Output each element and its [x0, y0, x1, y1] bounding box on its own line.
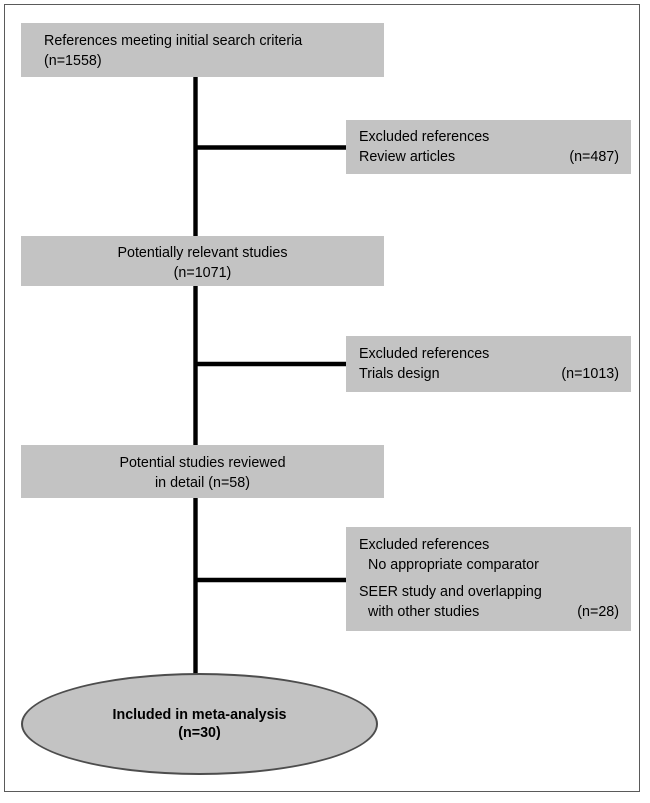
node-stage-3-potential-studies-reviewed: Potential studies reviewed in detail (n=…: [21, 445, 384, 498]
excluded-3-reason-2-line-2: with other studies: [368, 604, 480, 620]
final-node-label: Included in meta-analysis (n=30): [113, 706, 287, 742]
stage-3-line-2: in detail (n=58): [155, 475, 250, 491]
final-line-1: Included in meta-analysis: [112, 707, 287, 723]
excluded-2-reason: Trials design: [359, 366, 440, 382]
node-excluded-3: Excluded references No appropriate compa…: [346, 527, 631, 631]
node-excluded-1: Excluded references Review articles (n=4…: [346, 120, 631, 174]
stage-2-line-2: (n=1071): [173, 265, 232, 281]
excluded-3-reason-1: No appropriate comparator: [368, 557, 539, 573]
node-stage-2-potentially-relevant-studies: Potentially relevant studies (n=1071): [21, 236, 384, 286]
excluded-2-heading: Excluded references: [359, 346, 490, 362]
final-line-2: (n=30): [178, 725, 221, 741]
excluded-3-count: (n=28): [577, 604, 619, 620]
excluded-3-reason-2-line-1: SEER study and overlapping: [359, 584, 542, 600]
node-excluded-2: Excluded references Trials design (n=101…: [346, 336, 631, 392]
excluded-3-reason-2-line-2-row: with other studies (n=28): [359, 602, 619, 622]
stage-1-line-1: References meeting initial search criter…: [44, 33, 303, 49]
excluded-1-reason: Review articles: [359, 149, 456, 165]
excluded-2-count: (n=1013): [561, 366, 619, 382]
node-final-included-in-meta-analysis: Included in meta-analysis (n=30): [21, 673, 378, 775]
stage-2-line-1: Potentially relevant studies: [117, 245, 288, 261]
excluded-2-reason-row: Trials design (n=1013): [359, 364, 619, 384]
stage-3-line-1: Potential studies reviewed: [119, 455, 286, 471]
excluded-3-heading: Excluded references: [359, 537, 490, 553]
excluded-1-count: (n=487): [569, 149, 619, 165]
stage-1-line-2: (n=1558): [44, 53, 102, 69]
excluded-1-reason-row: Review articles (n=487): [359, 147, 619, 167]
node-stage-1-references-meeting-criteria: References meeting initial search criter…: [21, 23, 384, 77]
excluded-1-heading: Excluded references: [359, 129, 490, 145]
